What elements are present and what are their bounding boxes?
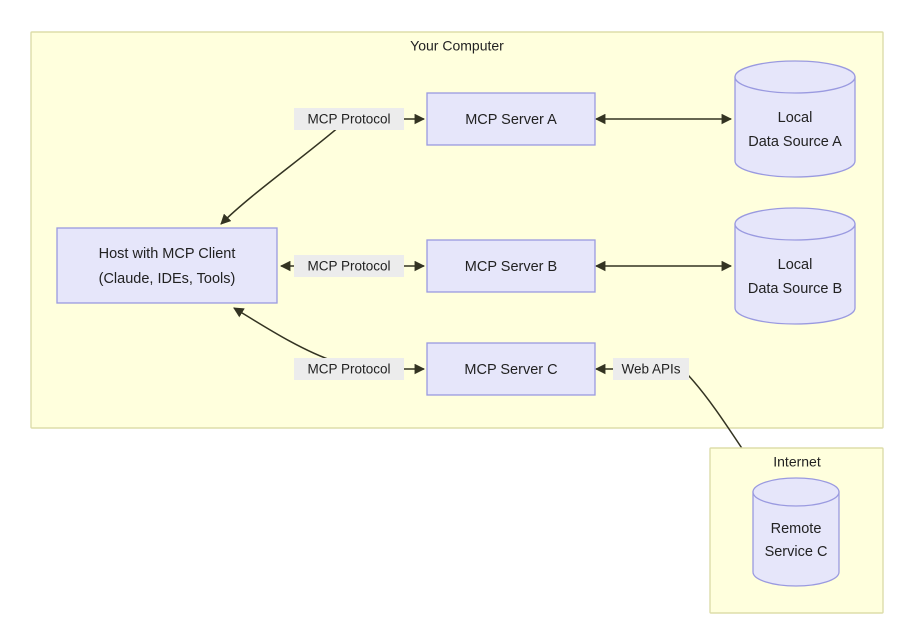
your-computer-boundary (30, 31, 884, 429)
mcp-server-a-box[interactable] (426, 92, 596, 146)
your-computer-label: Your Computer (410, 38, 504, 54)
local-data-source-a-label-line2: Data Source A (748, 134, 842, 150)
remote-service-c-label-line2: Service C (765, 544, 828, 560)
edge-label-host-server-a: MCP Protocol (294, 108, 404, 130)
edge-label-host-server-c-bg (294, 358, 404, 380)
group-your-computer: Your Computer (30, 31, 884, 429)
local-data-source-b-cylinder-body[interactable] (734, 223, 856, 325)
mcp-server-a-label: MCP Server A (465, 112, 557, 128)
local-data-source-b-label-line2: Data Source B (748, 281, 842, 297)
node-host-with-mcp-client[interactable]: Host with MCP Client (Claude, IDEs, Tool… (56, 227, 278, 304)
local-data-source-a-cylinder-body[interactable] (734, 76, 856, 178)
edge-label-web-apis: Web APIs (613, 358, 689, 380)
local-data-source-b-cylinder-top (734, 207, 856, 241)
node-mcp-server-b[interactable]: MCP Server B (426, 239, 596, 293)
edge-label-host-server-b-text: MCP Protocol (307, 259, 390, 274)
edge-label-host-server-a-bg (294, 108, 404, 130)
host-label-line2: (Claude, IDEs, Tools) (99, 271, 236, 287)
internet-label: Internet (773, 454, 821, 470)
edge-label-host-server-b: MCP Protocol (294, 255, 404, 277)
edge-label-host-server-c: MCP Protocol (294, 358, 404, 380)
edge-host-server-a (220, 113, 426, 225)
mcp-server-b-label: MCP Server B (465, 259, 557, 275)
edge-label-host-server-c-text: MCP Protocol (307, 362, 390, 377)
edge-label-web-apis-bg (613, 358, 689, 380)
edge-label-host-server-b-bg (294, 255, 404, 277)
edge-host-server-a-curve (220, 125, 341, 225)
edge-label-web-apis-text: Web APIs (621, 362, 680, 377)
host-label-line1: Host with MCP Client (99, 246, 236, 262)
remote-service-c-cylinder-body[interactable] (752, 491, 840, 587)
node-remote-service-c[interactable]: Remote Service C (752, 477, 840, 587)
host-box[interactable] (56, 227, 278, 304)
node-mcp-server-a[interactable]: MCP Server A (426, 92, 596, 146)
local-data-source-a-label-line1: Local (778, 110, 813, 126)
local-data-source-b-label-line1: Local (778, 257, 813, 273)
mcp-server-c-box[interactable] (426, 342, 596, 396)
mcp-server-c-label: MCP Server C (464, 362, 557, 378)
node-mcp-server-c[interactable]: MCP Server C (426, 342, 596, 396)
edge-host-server-c (233, 307, 426, 375)
mcp-server-b-box[interactable] (426, 239, 596, 293)
remote-service-c-label-line1: Remote (771, 521, 822, 537)
edge-host-server-c-curve (233, 307, 337, 363)
node-local-data-source-b[interactable]: Local Data Source B (734, 207, 856, 325)
local-data-source-a-cylinder-top (734, 60, 856, 94)
remote-service-c-cylinder-top (752, 477, 840, 507)
edge-label-host-server-a-text: MCP Protocol (307, 112, 390, 127)
node-local-data-source-a[interactable]: Local Data Source A (734, 60, 856, 178)
